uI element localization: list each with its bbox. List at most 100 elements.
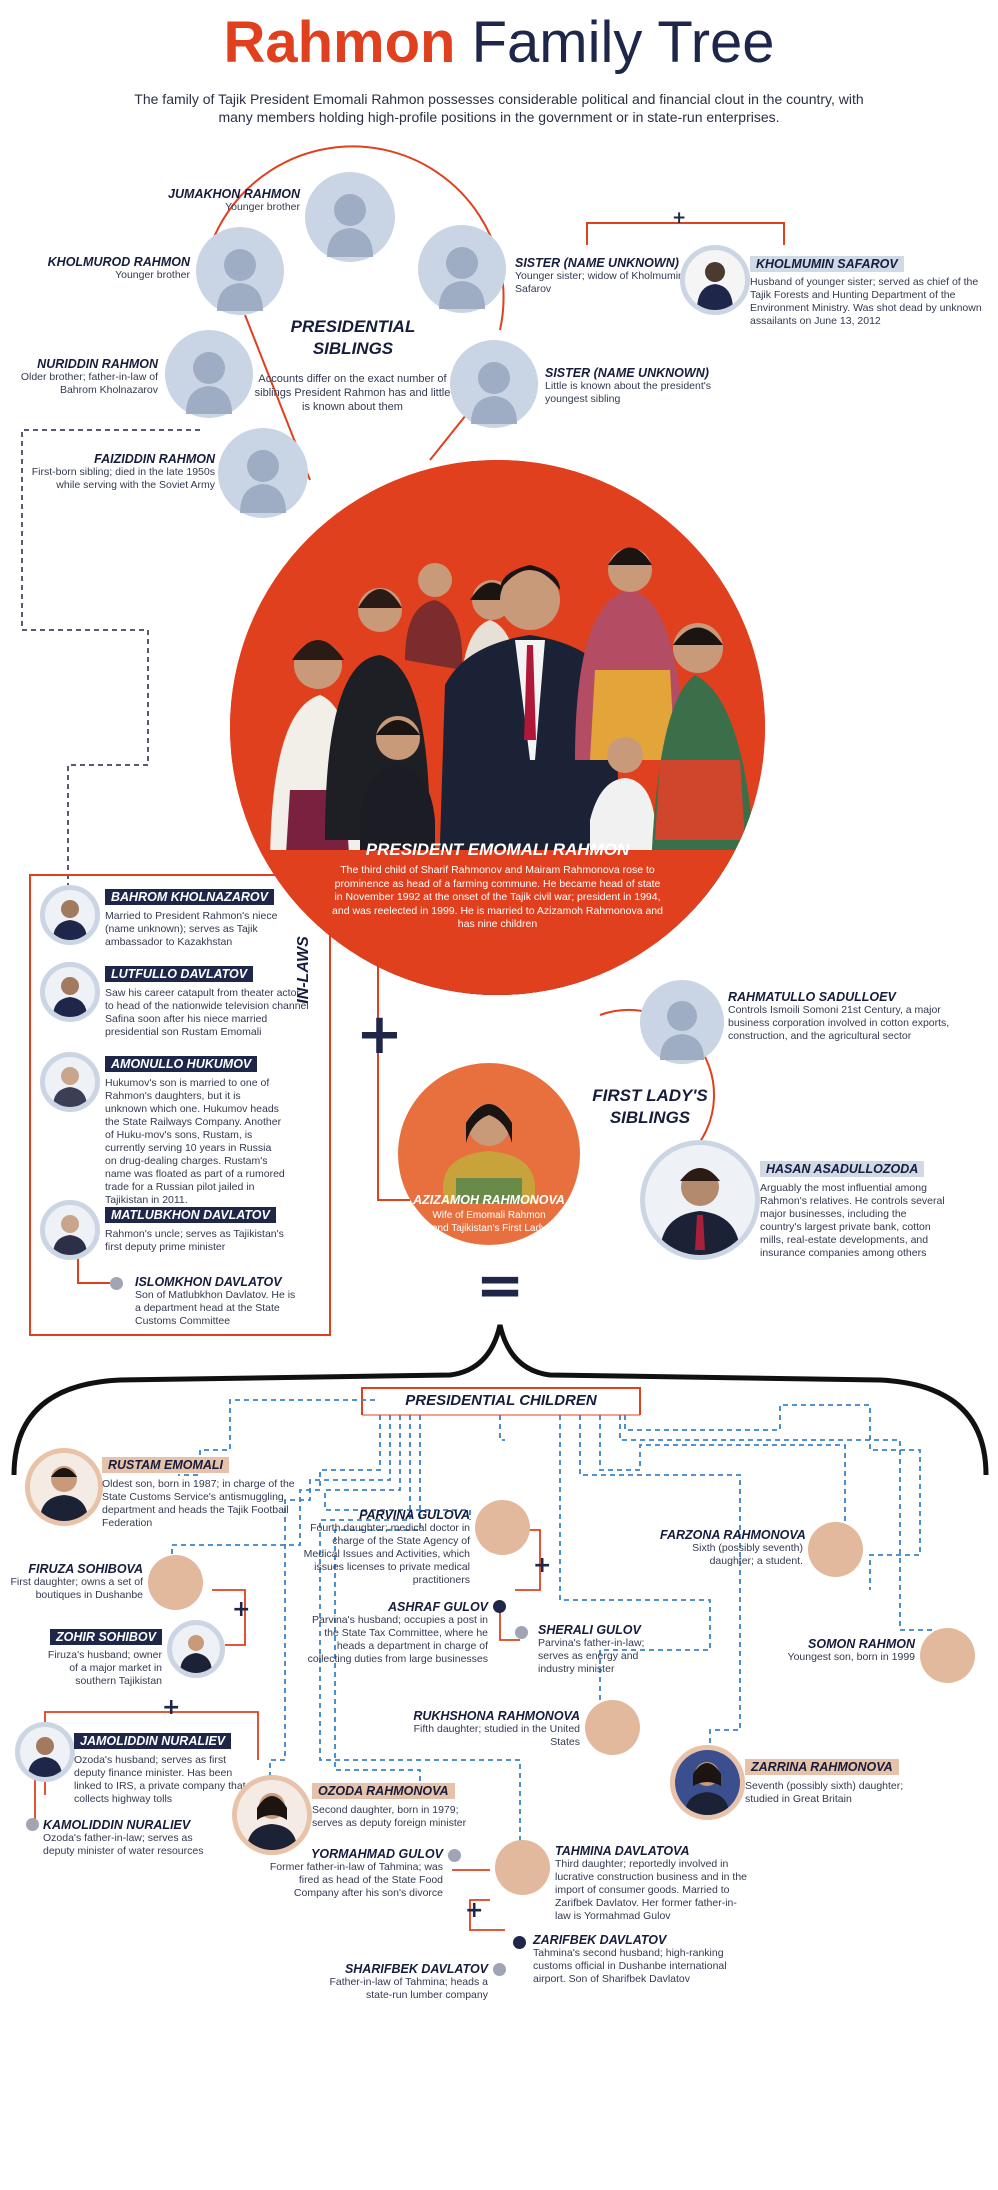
- sibling-desc: Younger brother: [115, 269, 190, 281]
- first-lady-siblings-title: FIRST LADY'S SIBLINGS: [592, 1086, 708, 1127]
- first-lady-sibling-desc: Controls Ismoili Somoni 21st Century, a …: [728, 1004, 950, 1042]
- portrait-hasan-asadullozoda: [640, 1140, 760, 1260]
- dot-yormahmad: [448, 1849, 461, 1862]
- child-info-zarrina: ZARRINA RAHMONOVA Seventh (possibly sixt…: [745, 1758, 930, 1806]
- portrait-parvina-gulova: [475, 1500, 530, 1555]
- sister-spouse-bracket: [586, 222, 785, 245]
- inlaw-desc: Rahmon's uncle; serves as Tajikistan's f…: [105, 1228, 284, 1253]
- sibling-portrait-nuriddin: [165, 330, 253, 418]
- children-title-box: [361, 1387, 641, 1415]
- spouse-desc: Firuza's husband; owner of a major marke…: [47, 1649, 162, 1687]
- equals-sign: =: [475, 1251, 525, 1319]
- children-brace: [11, 1324, 989, 1476]
- sibling-portrait-kholmurod: [196, 227, 284, 315]
- child-desc: Youngest son, born in 1999: [787, 1651, 915, 1663]
- portrait-zarrina-rahmonova: [670, 1745, 745, 1820]
- portrait-ozoda-rahmonova: [232, 1775, 312, 1855]
- sibling-spouse-desc: Husband of younger sister; served as chi…: [750, 276, 982, 327]
- child-name: PARVINA GULOVA: [359, 1508, 470, 1522]
- portrait-tahmina-davlatova: [495, 1840, 550, 1895]
- child-name: RUKHSHONA RAHMONOVA: [413, 1709, 580, 1723]
- sibling-name: SISTER (NAME UNKNOWN): [515, 256, 679, 270]
- inlaw-desc: Hukumov's son is married to one of Rahmo…: [105, 1077, 285, 1206]
- child-info-rustam: RUSTAM EMOMALI Oldest son, born in 1987;…: [102, 1456, 307, 1530]
- portrait-rustam-emomali: [25, 1448, 103, 1526]
- child-spouse-info-zarifbek: ZARIFBEK DAVLATOV Tahmina's second husba…: [533, 1933, 733, 1986]
- child-relative-info-sherali: SHERALI GULOV Parvina's father-in-law; s…: [538, 1623, 673, 1676]
- child-name: TAHMINA DAVLATOVA: [555, 1844, 690, 1858]
- portrait-kholmumin-safarov: [680, 245, 750, 315]
- nuriddin-bahrom-dash: [21, 429, 200, 885]
- child-info-somon: SOMON RAHMON Youngest son, born in 1999: [770, 1637, 915, 1664]
- portrait-rukhshona-rahmonova: [585, 1700, 640, 1755]
- child-info-tahmina: TAHMINA DAVLATOVA Third daughter; report…: [555, 1844, 750, 1923]
- child-name: FIRUZA SOHIBOVA: [28, 1562, 143, 1576]
- first-lady-sibling-info-rahmatullo: RAHMATULLO SADULLOEV Controls Ismoili So…: [728, 990, 968, 1043]
- first-lady-name: AZIZAMOH RAHMONOVA: [413, 1193, 565, 1207]
- relative-name: YORMAHMAD GULOV: [311, 1847, 443, 1861]
- first-lady-desc: Wife of Emomali Rahmon and Tajikistan's …: [432, 1210, 546, 1234]
- child-relative-info-kamoliddin: KAMOLIDDIN NURALIEV Ozoda's father-in-la…: [43, 1818, 223, 1858]
- child-relative-info-yormahmad: YORMAHMAD GULOV Former father-in-law of …: [255, 1847, 443, 1900]
- relative-name: KAMOLIDDIN NURALIEV: [43, 1818, 191, 1832]
- sibling-spouse-info: KHOLMUMIN SAFAROV Husband of younger sis…: [750, 255, 988, 328]
- portrait-amonullo-hukumov: [40, 1052, 100, 1112]
- sibling-name: SISTER (NAME UNKNOWN): [545, 366, 709, 380]
- child-name: ZARRINA RAHMONOVA: [745, 1759, 899, 1775]
- relative-desc: Former father-in-law of Tahmina; was fir…: [269, 1861, 443, 1899]
- portrait-zohir-sohibov: [167, 1620, 225, 1678]
- sibling-info-kholmurod: KHOLMUROD RAHMON Younger brother: [0, 255, 190, 282]
- sibling-info-sister-2: SISTER (NAME UNKNOWN) Little is known ab…: [545, 366, 725, 406]
- child-name: SOMON RAHMON: [808, 1637, 915, 1651]
- child-spouse-info-jamoliddin: JAMOLIDDIN NURALIEV Ozoda's husband; ser…: [74, 1732, 249, 1806]
- sibling-spouse-name: KHOLMUMIN SAFAROV: [750, 256, 904, 272]
- first-lady-sibling-name: RAHMATULLO SADULLOEV: [728, 990, 896, 1004]
- inlaw-name: LUTFULLO DAVLATOV: [105, 966, 254, 982]
- relative-name: SHARIFBEK DAVLATOV: [344, 1962, 488, 1976]
- portrait-rahmatullo-sadulloev: [640, 980, 724, 1064]
- child-info-firuza: FIRUZA SOHIBOVA First daughter; owns a s…: [0, 1562, 143, 1602]
- inlaw-desc: Married to President Rahmon's niece (nam…: [105, 910, 278, 948]
- plus-sign-parvina: +: [533, 1553, 552, 1578]
- portrait-lutfullo-davlatov: [40, 962, 100, 1022]
- first-lady-sibling-info-hasan: HASAN ASADULLOZODA Arguably the most inf…: [760, 1160, 950, 1260]
- child-desc: Third daughter; reportedly involved in l…: [555, 1858, 748, 1922]
- plus-sign-marriage: +: [356, 1002, 403, 1067]
- spouse-name: ZARIFBEK DAVLATOV: [533, 1933, 667, 1947]
- relative-desc: Father-in-law of Tahmina; heads a state-…: [329, 1976, 488, 2001]
- inlaw-info-islomkhon: ISLOMKHON DAVLATOV Son of Matlubkhon Dav…: [135, 1275, 300, 1328]
- inlaw-info-lutfullo: LUTFULLO DAVLATOV Saw his career catapul…: [105, 965, 310, 1039]
- child-desc: Second daughter, born in 1979; serves as…: [312, 1804, 467, 1829]
- title-red: Rahmon: [223, 10, 456, 75]
- spouse-name: ASHRAF GULOV: [388, 1600, 488, 1614]
- president-circle: PRESIDENT EMOMALI RAHMON The third child…: [230, 460, 765, 995]
- couple-brackets: [34, 1529, 541, 1931]
- inlaw-name: AMONULLO HUKUMOV: [105, 1056, 258, 1072]
- first-lady-photo: [443, 1104, 535, 1203]
- child-spouse-info-ashraf: ASHRAF GULOV Parvina's husband; occupies…: [300, 1600, 488, 1666]
- plus-sign-ozoda: +: [162, 1695, 181, 1720]
- plus-sign-firuza: +: [232, 1597, 251, 1622]
- child-name: FARZONA RAHMONOVA: [660, 1528, 806, 1542]
- portrait-somon-rahmon: [920, 1628, 975, 1683]
- child-desc: Seventh (possibly sixth) daughter; studi…: [745, 1780, 904, 1805]
- plus-sign-tahmina: +: [465, 1898, 484, 1923]
- sibling-info-nuriddin: NURIDDIN RAHMON Older brother; father-in…: [0, 357, 158, 397]
- first-lady-sibling-name: HASAN ASADULLOZODA: [760, 1161, 925, 1177]
- sibling-info-jumakhon: JUMAKHON RAHMON Younger brother: [80, 187, 300, 214]
- president-desc: The third child of Sharif Rahmonov and M…: [332, 864, 663, 930]
- inlaw-info-bahrom: BAHROM KHOLNAZAROV Married to President …: [105, 888, 285, 949]
- inlaw-info-amonullo: AMONULLO HUKUMOV Hukumov's son is marrie…: [105, 1055, 285, 1207]
- dot-islomkhon: [110, 1277, 123, 1290]
- first-lady-sibling-desc: Arguably the most influential among Rahm…: [760, 1182, 945, 1259]
- child-info-parvina: PARVINA GULOVA Fourth daughter; medical …: [298, 1508, 470, 1587]
- inlaw-name: BAHROM KHOLNAZAROV: [105, 889, 274, 905]
- sibling-desc: Older brother; father-in-law of Bahrom K…: [20, 371, 158, 396]
- child-relative-info-sharifbek: SHARIFBEK DAVLATOV Father-in-law of Tahm…: [310, 1962, 488, 2002]
- dot-zarifbek: [513, 1936, 526, 1949]
- dot-sherali: [515, 1626, 528, 1639]
- sibling-name: FAIZIDDIN RAHMON: [94, 452, 215, 466]
- president-firstlady-line: [377, 965, 410, 1201]
- child-info-rukhshona: RUKHSHONA RAHMONOVA Fifth daughter; stud…: [405, 1709, 580, 1749]
- children-title: PRESIDENTIAL CHILDREN: [405, 1392, 597, 1409]
